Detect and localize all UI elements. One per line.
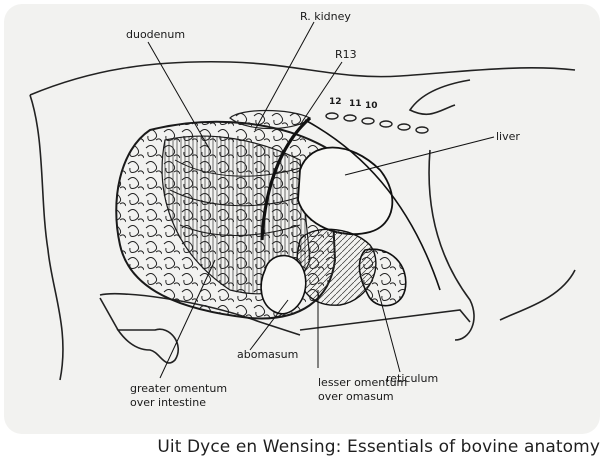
- rib-markers: [325, 112, 429, 134]
- label-rib-11: 11: [349, 99, 362, 109]
- abomasum: [260, 254, 307, 315]
- label-rib-12: 12: [329, 97, 342, 107]
- leader-lines: [147, 21, 495, 379]
- label-r-kidney: R. kidney: [300, 10, 351, 23]
- label-reticulum: reticulum: [386, 372, 438, 385]
- label-rib-10: 10: [365, 101, 378, 111]
- label-r13: R13: [335, 48, 357, 61]
- label-greater-omentum: greater omentum: [130, 382, 227, 395]
- figure-caption: Uit Dyce en Wensing: Essentials of bovin…: [157, 437, 600, 457]
- label-duodenum: duodenum: [126, 28, 185, 41]
- label-over-intestine: over intestine: [130, 396, 206, 409]
- rib-13: [260, 116, 312, 241]
- liver: [297, 146, 394, 236]
- label-liver: liver: [496, 130, 520, 143]
- diaphragm: [304, 119, 441, 291]
- label-over-omasum: over omasum: [318, 390, 394, 403]
- label-lesser-omentum: lesser omentum: [318, 376, 407, 389]
- label-abomasum: abomasum: [237, 348, 298, 361]
- reticulum: [358, 248, 407, 307]
